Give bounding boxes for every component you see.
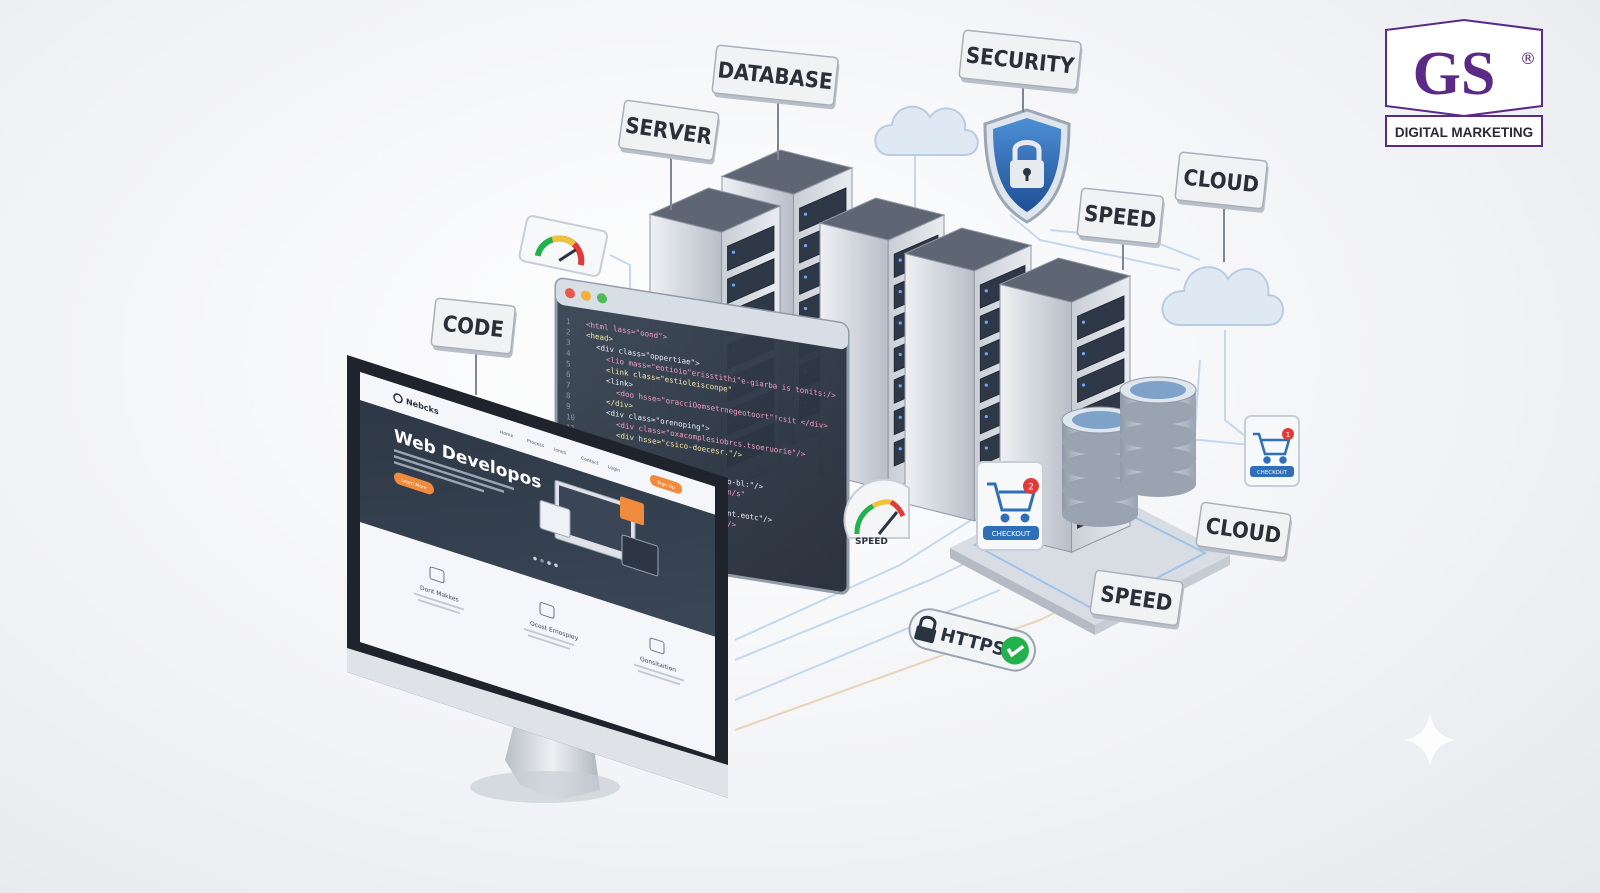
brand-logo-icon (393, 393, 403, 404)
close-dot-icon (565, 288, 575, 299)
svg-text:2: 2 (1028, 483, 1034, 493)
speed-gauge-icon (518, 215, 609, 277)
signup-button[interactable] (650, 474, 682, 495)
cloud-icon (874, 105, 979, 156)
cloud-icon (1161, 266, 1284, 326)
nav-item[interactable]: Home (500, 429, 513, 439)
feature-icon (429, 566, 445, 584)
line-number: 7 (566, 380, 571, 390)
speed-gauge-large: SPEED (843, 478, 910, 547)
code-line: </div> (606, 397, 633, 410)
database-label: DATABASE (711, 44, 840, 110)
database-cylinders (1061, 376, 1197, 527)
speed-label-bottom: SPEED (1089, 569, 1185, 630)
line-number: 3 (566, 338, 571, 348)
feature-icon (649, 637, 665, 655)
nav-item[interactable]: Process (527, 438, 545, 450)
code-editor-window: 1234567891011 <html lass="oond"><head><d… (554, 277, 850, 595)
nav-item[interactable]: Innes (554, 447, 567, 457)
learn-more-button[interactable] (394, 471, 434, 496)
logo-mark: GS (1413, 40, 1496, 108)
lock-icon (1010, 140, 1044, 188)
line-number: 5 (566, 359, 571, 369)
maximize-dot-icon (597, 293, 607, 304)
line-number: 10 (566, 412, 575, 422)
brand-logo: GS ® DIGITAL MARKETING (1385, 18, 1543, 147)
cloud-label-top: CLOUD (1174, 151, 1269, 213)
line-number: 1 (566, 317, 571, 327)
svg-text:CHECKOUT: CHECKOUT (1257, 470, 1288, 476)
nav-item[interactable]: Contact (581, 455, 599, 467)
checkout-card-small: CHECKOUT 1 (1244, 415, 1300, 487)
logo-tagline: DIGITAL MARKETING (1395, 125, 1533, 140)
code-line: <link> (606, 376, 633, 389)
notification-badge (1282, 428, 1294, 440)
code-line: <head> (586, 330, 613, 343)
cloud-label-bottom: CLOUD (1195, 501, 1293, 562)
feature-icon (539, 602, 555, 619)
server-label: SERVER (618, 99, 720, 165)
minimize-dot-icon (581, 290, 591, 301)
shopping-cart-icon (1253, 432, 1291, 464)
registered-mark: ® (1520, 49, 1536, 68)
line-number: 6 (566, 370, 571, 380)
padlock-icon (914, 615, 937, 644)
line-number: 8 (566, 391, 571, 401)
speed-label-top: SPEED (1076, 187, 1165, 249)
database-cylinder-icon (1061, 406, 1139, 527)
nav-item[interactable]: Login (608, 464, 620, 474)
security-label: SECURITY (958, 29, 1083, 94)
checkout-card-main: CHECKOUT 2 (976, 461, 1044, 551)
line-number: 4 (566, 348, 571, 358)
signup-button-label: Sign Up (657, 480, 674, 491)
database-cylinder-icon (1119, 376, 1197, 497)
notification-badge (1023, 478, 1039, 494)
https-badge: HTTPS (908, 608, 1036, 672)
checkout-label: CHECKOUT (992, 530, 1031, 538)
cart-icon (620, 496, 644, 526)
security-shield-icon (983, 108, 1071, 224)
code-label: CODE (430, 297, 517, 358)
svg-text:1: 1 (1286, 431, 1290, 439)
line-number: 2 (566, 327, 571, 337)
speed-gauge-label: SPEED (855, 537, 888, 547)
sparkle-icon (1404, 712, 1456, 768)
line-number: 9 (566, 401, 571, 411)
